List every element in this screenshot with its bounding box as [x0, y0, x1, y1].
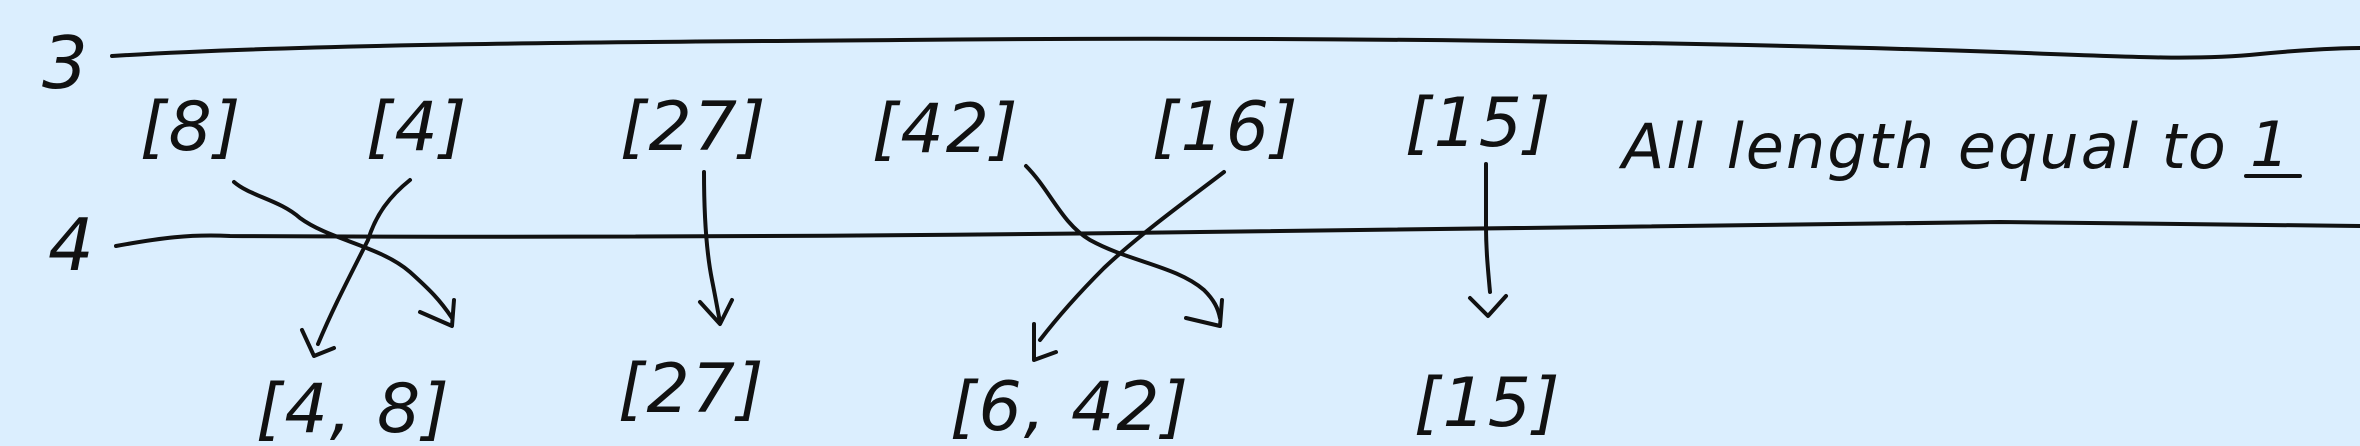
array-6-42: [6, 42] — [950, 368, 1190, 446]
arrow-4-head — [300, 328, 336, 358]
row-label-4: 4 — [48, 203, 94, 287]
array-27: [27] — [620, 88, 768, 167]
arrow-8-to-merged — [232, 180, 454, 320]
arrow-42-head — [1184, 298, 1224, 328]
length-note-value: 1 — [2250, 108, 2291, 181]
divider-line-4 — [114, 220, 2360, 248]
arrow-42-to-merged — [1024, 164, 1222, 320]
arrow-4-to-merged — [316, 178, 412, 346]
arrow-8-head — [418, 298, 456, 328]
array-8: [8] — [140, 88, 242, 167]
arrow-27-down — [702, 170, 722, 324]
array-16: [16] — [1152, 88, 1300, 167]
array-27-level4: [27] — [618, 350, 766, 429]
divider-line-3 — [110, 36, 2360, 60]
array-4-8: [4, 8] — [256, 370, 451, 446]
array-15-level4: [15] — [1414, 364, 1562, 443]
arrow-16-to-merged — [1038, 170, 1226, 342]
array-4: [4] — [366, 88, 468, 167]
arrow-16-head — [1032, 322, 1058, 362]
length-note: All length equal to — [1618, 110, 2228, 183]
arrow-15-down — [1484, 162, 1492, 294]
array-42: [42] — [872, 90, 1020, 169]
array-15: [15] — [1405, 84, 1553, 163]
arrow-27-head — [698, 298, 734, 326]
arrow-15-head — [1468, 294, 1508, 318]
row-label-3: 3 — [42, 21, 88, 105]
